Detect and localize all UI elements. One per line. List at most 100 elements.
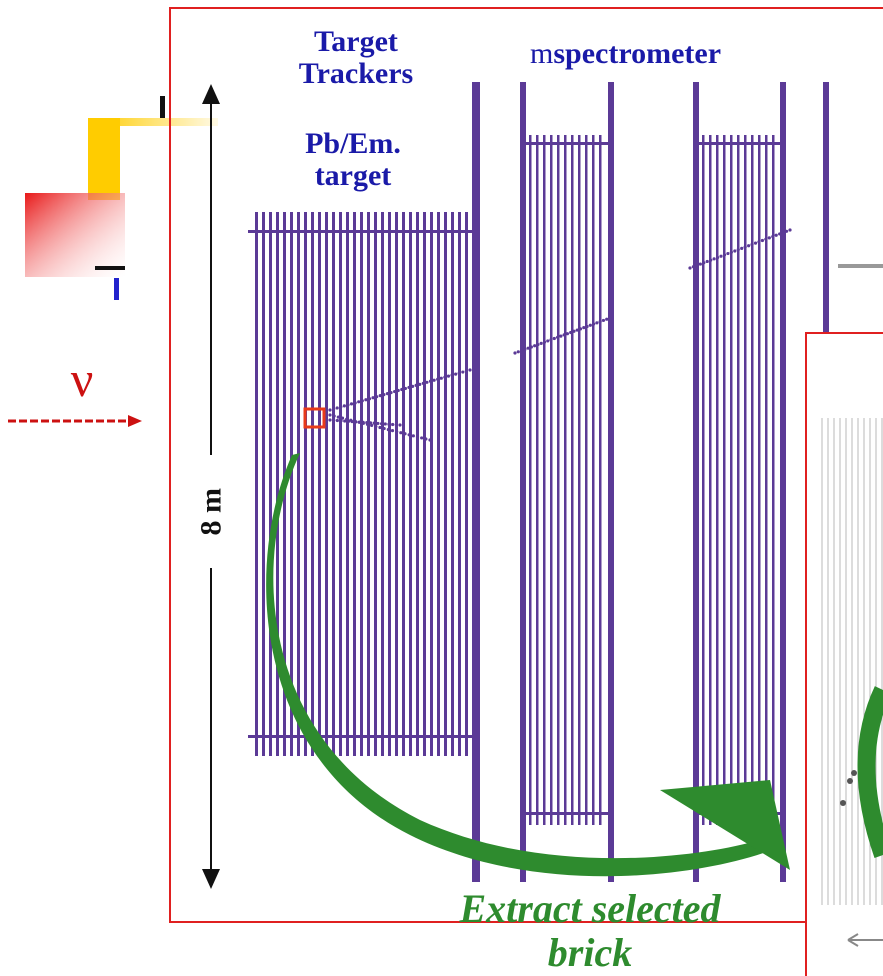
target-module <box>248 82 480 882</box>
secondary-track-dot <box>336 415 340 419</box>
mu-symbol: m <box>530 37 554 70</box>
secondary-track-dot <box>394 423 398 427</box>
muon-track-dot <box>414 383 418 387</box>
muon-track-dot <box>562 333 566 337</box>
muon-track-dot <box>393 389 397 394</box>
muon-track-dot <box>605 317 609 321</box>
secondary-track-dot <box>346 419 351 423</box>
muon-track-dot <box>519 348 524 353</box>
muon-track-dot <box>536 342 540 347</box>
muon-track-dot <box>709 258 713 262</box>
muon-track-dot <box>715 255 720 260</box>
muon-track-dot <box>578 327 583 331</box>
muon-track-dot <box>565 332 570 336</box>
muon-track-dot <box>454 372 458 376</box>
target-plate <box>325 212 328 756</box>
muon-track-dot <box>335 406 339 410</box>
target-plate <box>395 212 398 756</box>
spectrometer-plate <box>772 135 775 825</box>
target-plate <box>269 212 272 756</box>
spectrometer-plate <box>758 135 761 825</box>
muon-track-dot <box>529 345 533 349</box>
spectrometer-plate <box>751 135 754 825</box>
muon-track-dot <box>428 379 433 383</box>
muon-track-dot <box>533 344 537 348</box>
target-plate <box>304 212 307 756</box>
spectrometer-plate <box>571 135 574 825</box>
muon-track-dot <box>526 346 530 350</box>
label-extract-line2: brick <box>547 930 633 975</box>
muon-track-dot <box>733 249 737 253</box>
label-pb-em-target: Pb/Em. target <box>305 127 401 192</box>
muon-track-dot <box>767 236 771 240</box>
muon-track-dot <box>757 240 761 244</box>
muon-track-dot <box>722 253 727 257</box>
target-plate <box>353 212 356 756</box>
dimension-arrow <box>202 84 220 889</box>
muon-track-dot <box>385 391 390 396</box>
muon-track-dot <box>729 250 733 254</box>
muon-track-dot <box>436 377 440 381</box>
muon-track-dot <box>719 254 723 258</box>
muon-track-dot <box>740 246 744 250</box>
spectrometer-plate <box>543 135 546 825</box>
muon-track-dot <box>353 401 357 405</box>
muon-track-dot <box>691 265 696 269</box>
target-plate <box>346 212 349 756</box>
secondary-track-dot <box>374 424 378 429</box>
spectrometer-plate <box>723 135 726 825</box>
muon-track-dot <box>575 328 579 332</box>
target-plate <box>276 212 279 756</box>
secondary-track-dot <box>424 437 428 441</box>
muon-track-dot <box>747 244 751 248</box>
muon-track-dot <box>601 318 606 323</box>
spectrometer-plate <box>585 135 588 825</box>
muon-track-dot <box>425 380 429 384</box>
muon-track-dot <box>760 238 765 243</box>
spectrometer-plate <box>550 135 553 825</box>
muon-track-dot <box>364 398 368 402</box>
secondary-track-dot <box>411 434 415 438</box>
muon-track-dot <box>555 335 560 339</box>
spectrometer-plate <box>730 135 733 825</box>
secondary-track-dot <box>343 419 347 423</box>
corner-logo <box>25 96 218 300</box>
target-plate <box>311 212 314 756</box>
muon-track-dot <box>736 248 740 252</box>
target-plate <box>262 212 265 756</box>
muon-track-dot <box>542 340 547 344</box>
target-plate <box>451 212 454 756</box>
muon-track-dot <box>592 322 596 326</box>
spectrometer-module <box>520 82 829 882</box>
muon-track-dot <box>342 404 346 408</box>
spectrometer-plate <box>578 135 581 825</box>
secondary-track-dot <box>379 422 384 426</box>
muon-track-dot <box>702 261 706 265</box>
spectrometer-plate <box>529 135 532 825</box>
target-plate <box>290 212 293 756</box>
secondary-track-dot <box>386 427 390 432</box>
selected-brick-marker <box>303 407 326 429</box>
muon-track-dot <box>450 373 454 377</box>
muon-track-dot <box>523 347 527 351</box>
spectrometer-word: spectrometer <box>553 37 722 70</box>
target-plate <box>402 212 405 756</box>
muon-track-dot <box>598 320 602 324</box>
target-plate <box>430 212 433 756</box>
spectrometer-plate <box>536 135 539 825</box>
muon-track-dot <box>539 341 543 345</box>
muon-track-dot <box>328 408 332 412</box>
muon-track-dot <box>552 336 556 341</box>
muon-track-dot <box>360 399 364 403</box>
muon-track-dot <box>712 257 716 261</box>
spectrometer-plate <box>709 135 712 825</box>
muon-track-dot <box>588 323 592 327</box>
spectrometer-outer-plane <box>693 82 699 882</box>
muon-track-dot <box>457 371 461 375</box>
muon-track-dot <box>572 329 576 333</box>
secondary-track-dot <box>350 419 354 424</box>
secondary-track-dot <box>354 420 358 424</box>
target-plate <box>416 212 419 756</box>
target-plate <box>423 212 426 756</box>
